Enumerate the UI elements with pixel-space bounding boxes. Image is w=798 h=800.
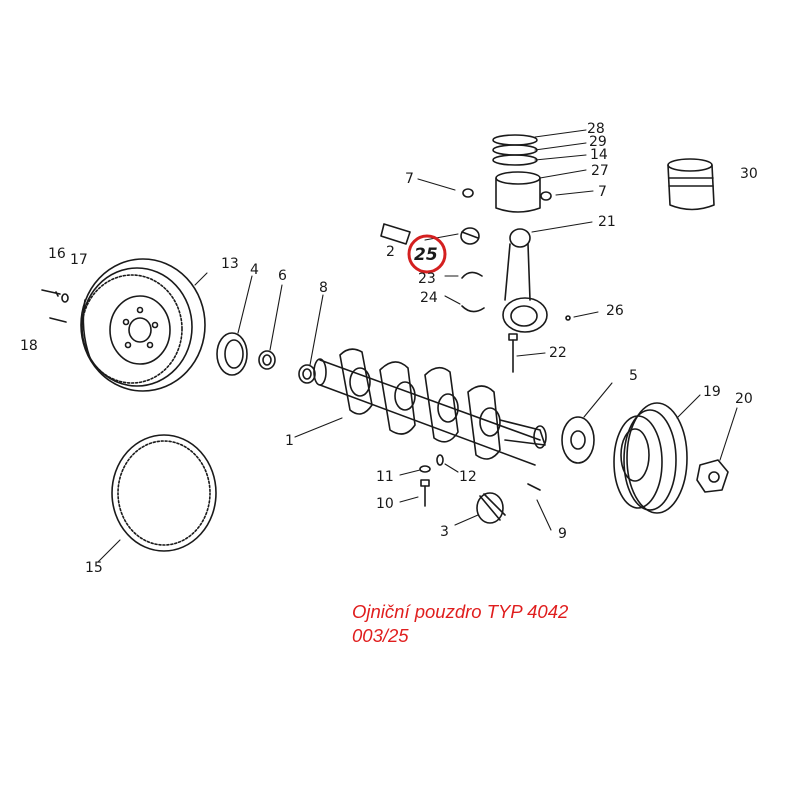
pulley-19-drawing: [613, 402, 688, 514]
label-14: 14: [590, 147, 608, 163]
plug-12-drawing: [436, 454, 444, 466]
flywheel-drawing: [80, 258, 206, 392]
label-4: 4: [250, 262, 259, 278]
label-26: 26: [606, 303, 624, 319]
highlight-circle-25: [407, 234, 447, 274]
label-27: 27: [591, 163, 609, 179]
label-16: 16: [48, 246, 66, 262]
part-26-drawing: [565, 315, 571, 321]
label-11: 11: [376, 469, 394, 485]
label-29: 29: [589, 134, 607, 150]
label-7a: 7: [405, 171, 414, 187]
pin-18-drawing: [49, 317, 67, 323]
label-3: 3: [440, 524, 449, 540]
label-1: 1: [285, 433, 294, 449]
label-20: 20: [735, 391, 753, 407]
label-5: 5: [629, 368, 638, 384]
label-21: 21: [598, 214, 616, 230]
washer-17-drawing: [61, 293, 69, 303]
plug-11-drawing: [419, 465, 431, 473]
bearing-shell-24-drawing: [461, 305, 485, 313]
product-caption: Ojniční pouzdro TYP 4042 003/25: [352, 600, 568, 648]
label-28: 28: [587, 121, 605, 137]
connecting-rod-21-drawing: [502, 228, 548, 333]
label-9: 9: [558, 526, 567, 542]
piston-27-drawing: [492, 134, 541, 213]
piston-pin-2-drawing: [380, 223, 411, 245]
bearing-3-drawing: [476, 492, 506, 524]
label-23: 23: [418, 271, 436, 287]
label-12: 12: [459, 469, 477, 485]
caption-line-2: 003/25: [352, 625, 409, 646]
bearing-6-drawing: [258, 350, 276, 370]
bearing-shell-23-drawing: [461, 271, 483, 279]
thrust-washer-5-drawing: [561, 416, 595, 464]
leader-lines: [97, 129, 738, 563]
label-15: 15: [85, 560, 103, 576]
label-7b: 7: [598, 184, 607, 200]
circlip-7b-drawing: [540, 191, 552, 201]
label-19: 19: [703, 384, 721, 400]
label-24: 24: [420, 290, 438, 306]
part-labels: 1 2 3 4 5 6 7 7 8 9 10 11 12 13 14 15 16…: [20, 121, 758, 576]
label-30: 30: [740, 166, 758, 182]
seal-4-drawing: [216, 332, 248, 376]
bushing-25-drawing: [460, 227, 480, 245]
bolt-10-drawing: [420, 479, 430, 507]
caption-line-1: Ojniční pouzdro TYP 4042: [352, 601, 569, 622]
label-17: 17: [70, 252, 88, 268]
ring-gear-drawing: [111, 434, 217, 552]
label-2: 2: [386, 244, 395, 260]
nut-20-drawing: [696, 459, 729, 493]
pin-9-drawing: [527, 483, 541, 491]
label-13: 13: [221, 256, 239, 272]
crankshaft-drawing: [313, 348, 547, 466]
label-8: 8: [319, 280, 328, 296]
piston-30-drawing: [667, 158, 715, 211]
label-6: 6: [278, 268, 287, 284]
label-25: 25: [414, 245, 438, 265]
label-22: 22: [549, 345, 567, 361]
bolt-16-drawing: [41, 289, 61, 297]
label-10: 10: [376, 496, 394, 512]
circlip-7a-drawing: [462, 188, 474, 198]
bolt-22-drawing: [508, 333, 518, 373]
bearing-8-drawing: [298, 364, 316, 384]
label-18: 18: [20, 338, 38, 354]
